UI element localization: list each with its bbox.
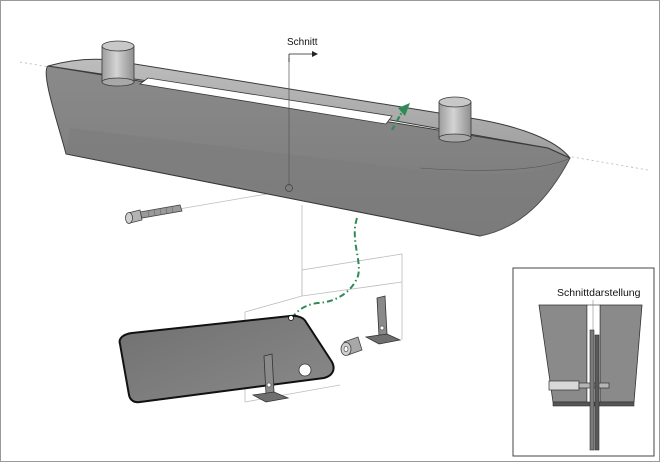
bracket-left	[251, 353, 290, 403]
insert-arrow-top	[391, 103, 410, 131]
spacer-sleeve	[340, 336, 363, 356]
rail-body	[45, 58, 571, 237]
cylinder-post-right	[438, 96, 472, 143]
section-view-label: Schnittdarstellung	[557, 287, 641, 299]
mounting-plate	[118, 314, 335, 404]
slot	[139, 77, 393, 125]
cut-indicator: Schnitt	[287, 37, 318, 62]
bracket-right	[364, 295, 402, 345]
section-view-panel: Schnittdarstellung	[512, 267, 655, 457]
screw	[125, 204, 183, 224]
cut-label: Schnitt	[287, 37, 318, 48]
assembly-path	[292, 217, 360, 318]
cylinder-post-left	[101, 40, 135, 87]
plate-hole	[298, 363, 312, 377]
bore-hole	[285, 184, 293, 192]
